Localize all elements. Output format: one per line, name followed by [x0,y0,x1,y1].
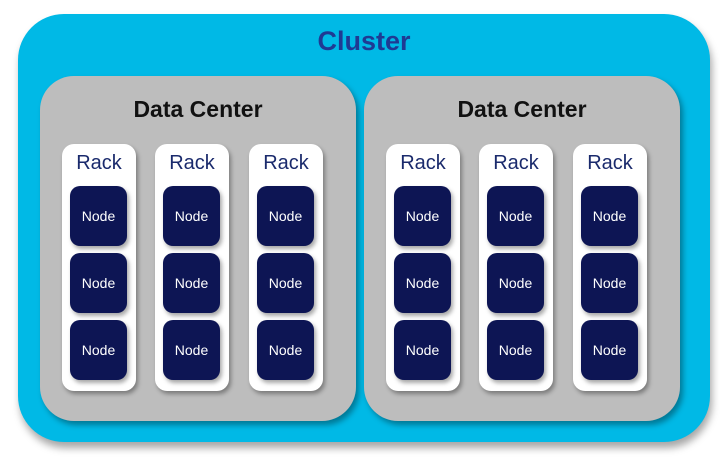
node: Node [257,320,314,380]
node: Node [70,186,127,246]
rack: Rack Node Node Node [479,144,553,391]
node: Node [394,320,451,380]
node: Node [163,186,220,246]
node: Node [163,320,220,380]
node: Node [257,253,314,313]
node: Node [487,186,544,246]
node: Node [581,186,638,246]
node: Node [394,253,451,313]
cluster-container: Cluster Data Center Rack Node Node Node … [18,14,710,442]
rack: Rack Node Node Node [155,144,229,391]
rack-title: Rack [76,152,122,174]
rack-title: Rack [169,152,215,174]
node: Node [163,253,220,313]
rack: Rack Node Node Node [62,144,136,391]
node: Node [487,253,544,313]
node: Node [257,186,314,246]
node: Node [394,186,451,246]
rack: Rack Node Node Node [573,144,647,391]
data-center: Data Center Rack Node Node Node Rack Nod… [364,76,680,421]
data-center-title: Data Center [457,96,587,122]
rack-title: Rack [587,152,633,174]
node: Node [70,320,127,380]
rack-title: Rack [263,152,309,174]
node: Node [70,253,127,313]
data-center-title: Data Center [133,96,263,122]
rack: Rack Node Node Node [249,144,323,391]
node: Node [581,253,638,313]
rack: Rack Node Node Node [386,144,460,391]
node: Node [487,320,544,380]
node: Node [581,320,638,380]
cluster-title: Cluster [317,26,411,56]
rack-title: Rack [400,152,446,174]
data-center: Data Center Rack Node Node Node Rack Nod… [40,76,356,421]
rack-title: Rack [493,152,539,174]
